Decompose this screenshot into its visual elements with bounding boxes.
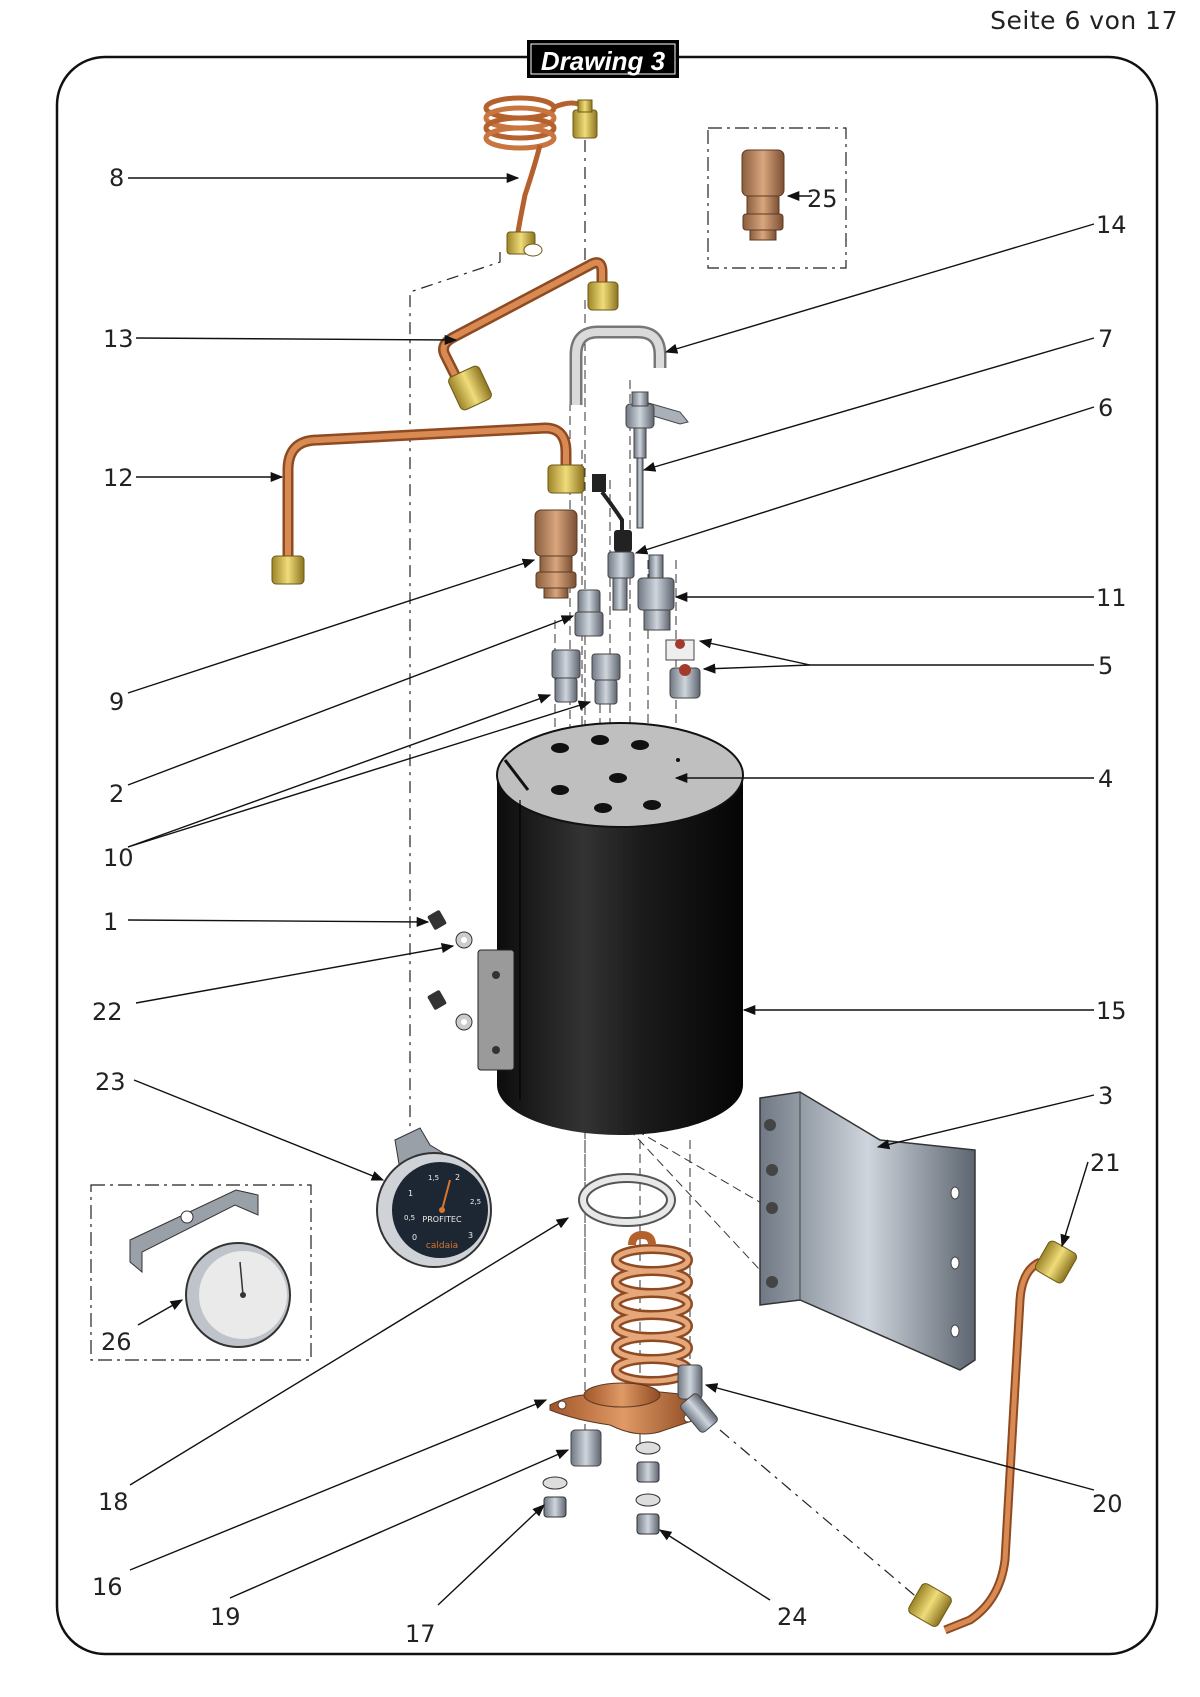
callout-19: 19 (210, 1603, 241, 1631)
leader-lines (127, 172, 1095, 1606)
part-13-pipe (438, 257, 619, 411)
part-16-heating-element (549, 1230, 698, 1435)
callout-16: 16 (92, 1573, 123, 1601)
gauge-word: caldaia (426, 1241, 458, 1251)
part-26-gauge (129, 1189, 291, 1348)
gauge-tick-6: 3 (468, 1231, 473, 1240)
callout-5: 5 (1098, 652, 1113, 680)
callout-20: 20 (1092, 1490, 1123, 1518)
gauge-tick-2: 1 (408, 1189, 413, 1198)
part-17-washer-nut (542, 1476, 568, 1518)
part-19-spacer (570, 1429, 602, 1467)
gauge-brand: PROFITEC (422, 1215, 462, 1224)
callout-18: 18 (98, 1488, 129, 1516)
part-18-gasket (578, 1173, 676, 1227)
callout-15: 15 (1096, 997, 1127, 1025)
callout-25: 25 (807, 185, 838, 213)
part-22-washers (455, 931, 473, 1031)
callout-24: 24 (777, 1603, 808, 1631)
part-9-fitting (534, 509, 578, 599)
inset-box-26 (90, 1184, 312, 1361)
callout-23: 23 (95, 1068, 126, 1096)
part-25-fitting (741, 149, 785, 241)
gauge-tick-1: 0,5 (404, 1214, 415, 1222)
part-15-boiler (477, 722, 744, 1135)
callout-6: 6 (1098, 394, 1113, 422)
gauge-tick-5: 2,5 (470, 1198, 481, 1206)
callout-1: 1 (103, 908, 118, 936)
callout-3: 3 (1098, 1082, 1113, 1110)
callout-4: 4 (1098, 765, 1113, 793)
callout-2: 2 (109, 780, 124, 808)
part-12-pipe (271, 422, 585, 585)
callout-7: 7 (1098, 325, 1113, 353)
callout-labels: 8 25 14 13 7 6 12 11 5 9 4 2 10 1 22 15 … (92, 164, 1127, 1648)
part-14-tube (569, 325, 667, 405)
part-8-coil-pipe (483, 95, 598, 257)
part-5-thermostats (665, 639, 701, 699)
part-3-bracket (759, 1091, 976, 1371)
part-11-fitting (637, 554, 675, 631)
callout-9: 9 (109, 688, 124, 716)
inset-box-25 (707, 127, 847, 269)
part-7-valve (625, 391, 689, 529)
page-number: Seite 6 von 17 (990, 6, 1178, 35)
callout-11: 11 (1096, 584, 1127, 612)
callout-12: 12 (103, 464, 134, 492)
callout-10: 10 (103, 844, 134, 872)
part-20-elbow (677, 1364, 718, 1433)
gauge-tick-0: 0 (412, 1233, 417, 1242)
callout-14: 14 (1096, 211, 1127, 239)
gauge-tick-4: 2 (455, 1173, 460, 1182)
callout-17: 17 (405, 1620, 436, 1648)
callout-22: 22 (92, 998, 123, 1026)
part-10-fittings (551, 649, 621, 705)
part-1-screws (427, 910, 447, 1010)
part-21-pipe (908, 1240, 1078, 1635)
part-23-gauge: PROFITEC caldaia 0 0,5 1 1,5 2 2,5 3 (376, 1127, 492, 1268)
callout-13: 13 (103, 325, 134, 353)
drawing-title: Drawing 3 (541, 46, 666, 76)
callout-26: 26 (101, 1328, 132, 1356)
gauge-tick-3: 1,5 (428, 1174, 439, 1182)
drawing-title-box: Drawing 3 (527, 40, 679, 78)
part-6-sensor (592, 474, 635, 611)
part-24-washers-nuts (635, 1441, 661, 1535)
callout-8: 8 (109, 164, 124, 192)
callout-21: 21 (1090, 1149, 1121, 1177)
part-2-fitting (574, 589, 604, 637)
